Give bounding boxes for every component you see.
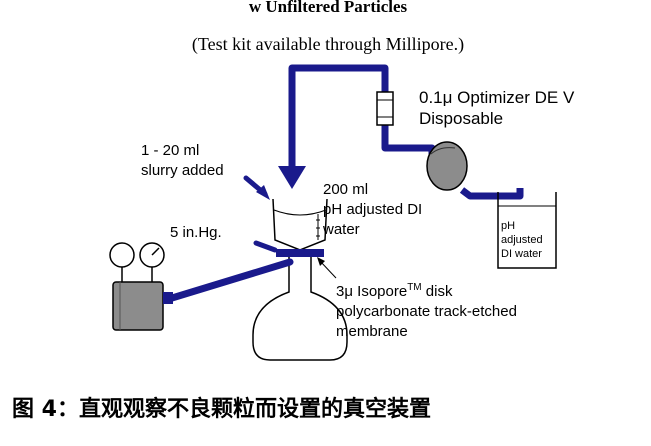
receiver-beaker [497, 192, 557, 269]
filter-to-funnel-tubing [288, 64, 389, 170]
membrane-label-l1: 3μ IsoporeTM disk [336, 282, 453, 300]
diagram-subtitle: (Test kit available through Millipore.) [192, 34, 464, 55]
funnel-label-l2: pH adjusted DI [323, 201, 422, 218]
membrane-clamp [276, 249, 324, 257]
supply-tubing [459, 187, 524, 200]
vacuum-hose [168, 258, 294, 302]
filter-label-l1: 0.1μ Optimizer DE V [419, 88, 575, 107]
figure-caption: 图 4：直观观察不良颗粒而设置的真空装置 [12, 397, 431, 422]
inline-filter-cartridge [376, 91, 394, 126]
vacuum-flask [252, 257, 348, 361]
vacuum-pump [112, 281, 164, 331]
vacuum-filtration-diagram: w Unfiltered Particles (Test kit availab… [109, 0, 575, 361]
pump-to-filter-tubing [381, 125, 436, 165]
slurry-label-l2: slurry added [141, 162, 224, 179]
filter-funnel [272, 198, 328, 251]
filter-label-l2: Disposable [419, 109, 503, 128]
membrane-pointer-line [319, 260, 337, 279]
beaker-label-l2: adjusted [501, 234, 543, 246]
funnel-label-l1: 200 ml [323, 181, 368, 198]
slurry-label-l1: 1 - 20 ml [141, 142, 199, 159]
vacuum-pointer-arrow [253, 240, 278, 253]
beaker-label-l1: pH [501, 220, 515, 232]
funnel-label-l3: water [322, 221, 360, 238]
membrane-label-l2: polycarbonate track-etched [336, 303, 517, 320]
flow-arrow-head [278, 166, 306, 189]
vacuum-level-label: 5 in.Hg. [170, 224, 222, 241]
beaker-label-l3: DI water [501, 248, 542, 260]
diagram-title-partial: w Unfiltered Particles [249, 0, 408, 16]
peristaltic-pump [426, 141, 468, 191]
vacuum-gauge-1 [109, 242, 135, 268]
membrane-label-l3: membrane [336, 323, 408, 340]
